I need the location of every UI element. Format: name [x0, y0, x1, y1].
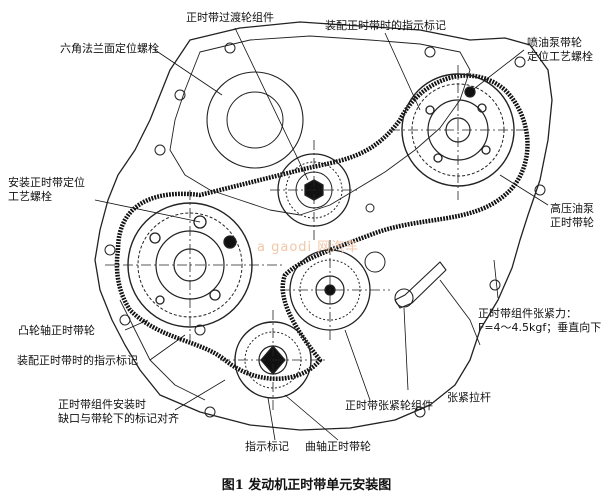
- label-assembly-mark-top: 装配正时带时的指示标记: [325, 19, 446, 32]
- label-index-mark: 指示标记: [245, 440, 289, 453]
- label-tensioner-rod: 张紧拉杆: [447, 391, 491, 404]
- leader-lines: [94, 27, 549, 441]
- label-idler: 正时带过渡轮组件: [186, 11, 274, 24]
- figure-caption: 图1 发动机正时带单元安装图: [221, 478, 392, 493]
- label-notch-align: 正时带组件安装时 缺口与带轮下的标记对齐: [58, 398, 179, 425]
- center-lines: [105, 65, 525, 410]
- label-install-bolt: 安装正时带定位 工艺螺栓: [8, 176, 85, 203]
- label-cam-pulley: 凸轮轴正时带轮: [18, 324, 95, 337]
- label-hp-pump-pulley: 高压油泵 正时带轮: [550, 202, 594, 229]
- label-pump-bolt: 喷油泵带轮 定位工艺螺栓: [527, 36, 593, 63]
- housing-inner: [169, 35, 471, 216]
- label-crank-pulley: 曲轴正时带轮: [305, 440, 371, 453]
- timing-belt: [114, 73, 530, 381]
- housing-outline: [94, 21, 553, 431]
- watermark: a gaodi 网汽车: [257, 240, 360, 255]
- housing-bolts: [104, 42, 546, 418]
- label-assembly-mark-left: 装配正时带时的指示标记: [17, 354, 138, 367]
- label-tension-force: 正时带组件张紧力： F=4～4.5kgf；垂直向下: [478, 307, 602, 334]
- housing-rib-2: [439, 279, 481, 346]
- label-hex-bolt: 六角法兰面定位螺栓: [60, 42, 159, 55]
- tensioner-rod: [394, 261, 447, 309]
- label-tensioner: 正时带张紧轮组件: [345, 399, 433, 412]
- boss-large: [206, 71, 304, 169]
